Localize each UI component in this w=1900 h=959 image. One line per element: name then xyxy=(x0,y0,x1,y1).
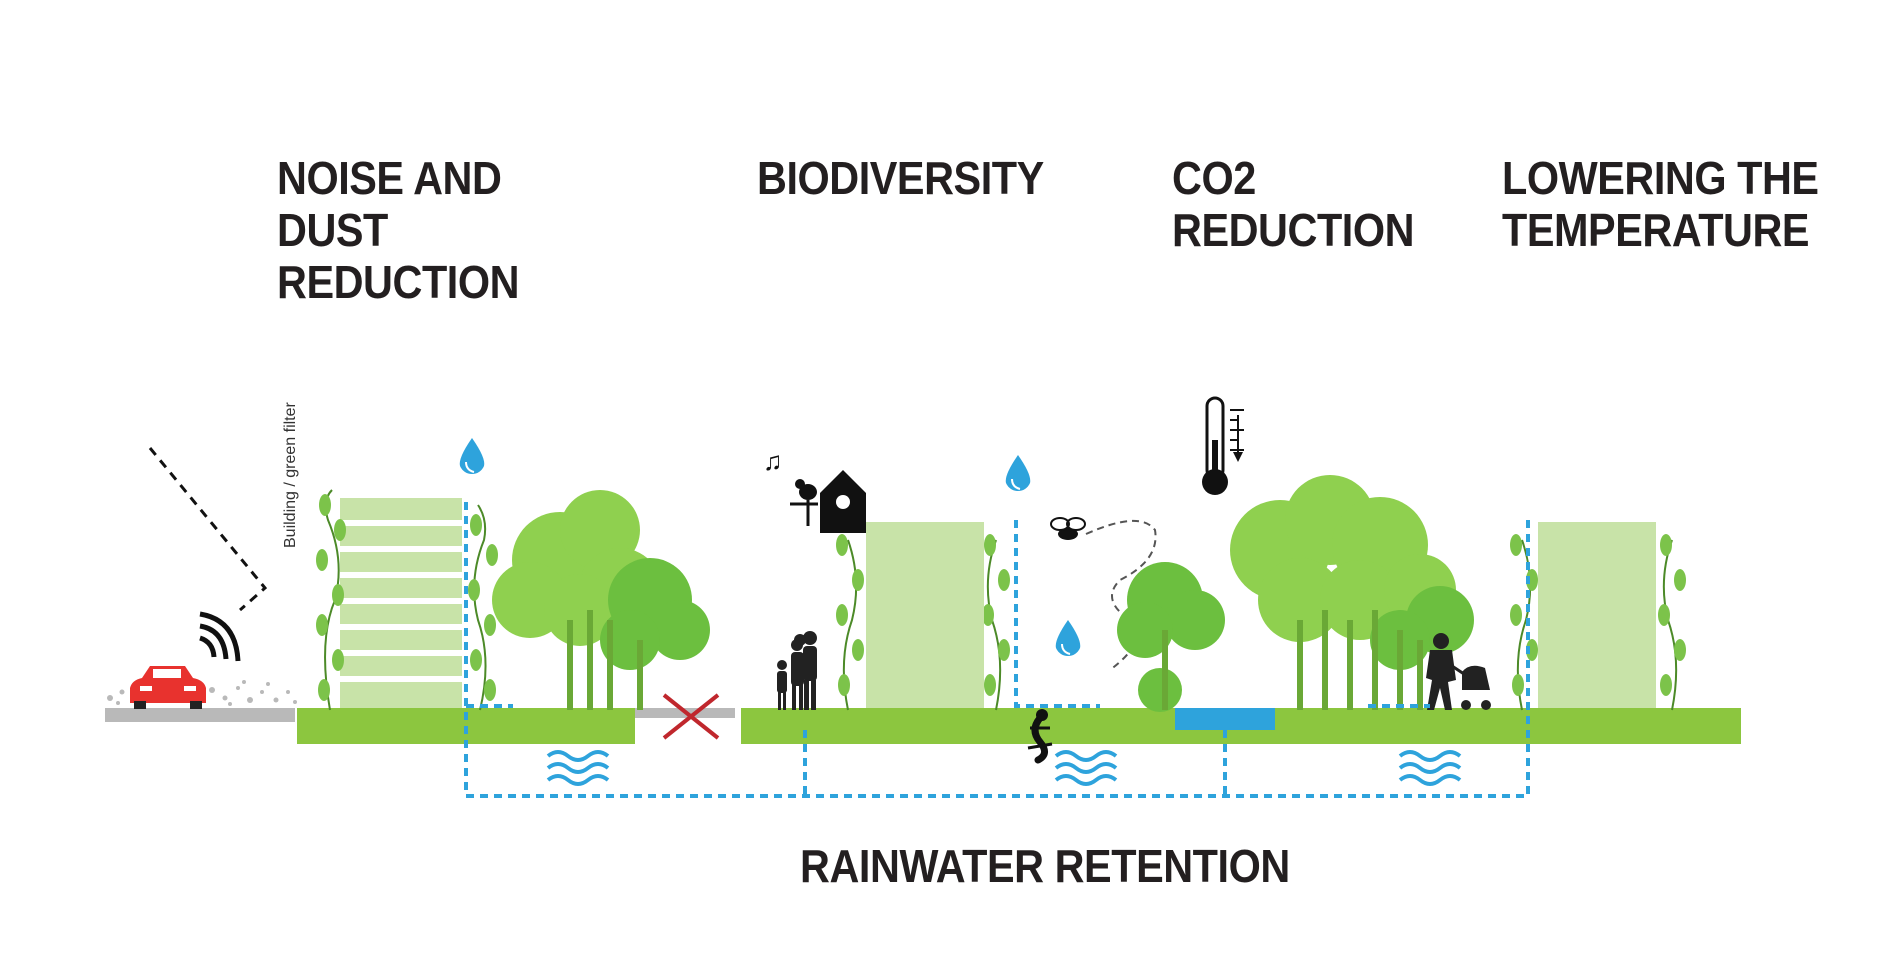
family-icon xyxy=(777,631,817,710)
heading-noise-dust-reduction: NOISE AND DUST REDUCTION xyxy=(277,152,520,308)
building-3 xyxy=(1538,522,1656,708)
water-pond xyxy=(1175,708,1275,730)
lizard-icon xyxy=(1027,709,1053,764)
heading-line: LOWERING THE xyxy=(1502,152,1819,204)
heading-line: NOISE AND xyxy=(277,152,502,204)
rainwater-network xyxy=(464,502,1530,798)
tree-group-2 xyxy=(1117,475,1474,712)
heading-lowering-temperature: LOWERING THE TEMPERATURE xyxy=(1502,152,1819,256)
heading-line: DUST xyxy=(277,204,388,256)
birdhouse-icon xyxy=(820,470,866,533)
insect-icon xyxy=(1050,517,1086,540)
road xyxy=(105,708,295,722)
noise-wave-icon xyxy=(199,611,241,662)
stroller-person-icon xyxy=(1426,633,1491,710)
water-wave-icon xyxy=(546,750,610,786)
heading-line: TEMPERATURE xyxy=(1502,204,1810,256)
building-1 xyxy=(340,498,462,708)
heading-line: CO2 xyxy=(1172,152,1256,204)
water-wave-icon xyxy=(1054,750,1118,786)
thermometer-icon xyxy=(1202,396,1244,495)
water-wave-icon xyxy=(1398,750,1462,786)
cross-icon xyxy=(662,693,720,740)
dust-particles xyxy=(107,680,297,706)
heading-line: REDUCTION xyxy=(1172,204,1415,256)
car-icon xyxy=(130,666,206,709)
heading-rainwater-retention: RAINWATER RETENTION xyxy=(800,840,1290,892)
heading-line: REDUCTION xyxy=(277,256,520,308)
bird-icon xyxy=(790,479,818,526)
heading-biodiversity: BIODIVERSITY xyxy=(757,152,1044,204)
heading-co2-reduction: CO2 REDUCTION xyxy=(1172,152,1415,256)
music-note-icon: ♫ xyxy=(763,446,783,476)
plant-leaves xyxy=(316,494,1686,701)
building-2 xyxy=(866,522,984,708)
heading-line: BIODIVERSITY xyxy=(757,152,1044,204)
sound-path xyxy=(148,447,268,612)
tree-group-1 xyxy=(492,490,710,710)
